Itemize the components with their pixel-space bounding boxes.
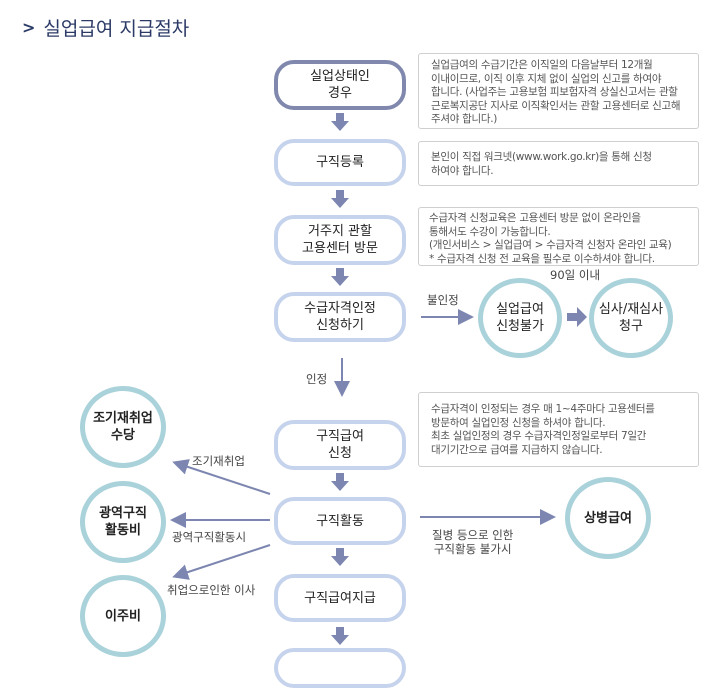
circle-moving-expense-label: 이주비 xyxy=(105,608,141,624)
circle-moving-expense: 이주비 xyxy=(80,575,166,657)
step-benefit-payment: 구직급여지급 xyxy=(274,574,406,622)
note-job-registration-text: 본인이 직접 워크넷(www.work.go.kr)을 통해 신청 하여야 합니… xyxy=(431,151,652,177)
note-unemployed: 실업급여의 수급기간은 이직일의 다음날부터 12개월 이내이므로, 이직 이후… xyxy=(418,53,699,129)
step-job-registration: 구직등록 xyxy=(274,139,406,186)
circle-sickness-benefit: 상병급여 xyxy=(565,477,651,559)
flow-connectors xyxy=(170,113,587,645)
note-visit-center-text: 수급자격 신청교육은 고용센터 방문 없이 온라인을 통해서도 수강이 가능합니… xyxy=(429,212,672,265)
down-arrow-icons xyxy=(331,113,587,645)
step-next-partial xyxy=(274,648,406,688)
circle-benefit-rejected: 실업급여 신청불가 xyxy=(478,278,562,358)
step-job-benefit-application-label: 구직급여 신청 xyxy=(316,429,364,461)
step-eligibility-application-label: 수급자격인정 신청하기 xyxy=(304,301,376,333)
circle-appeal-label: 심사/재심사 청구 xyxy=(598,302,664,334)
circle-appeal: 심사/재심사 청구 xyxy=(589,278,673,358)
step-eligibility-application: 수급자격인정 신청하기 xyxy=(274,292,406,342)
circle-regional-job-search-label: 광역구직 활동비 xyxy=(99,506,147,538)
label-rejected: 불인정 xyxy=(427,293,459,307)
step-job-search: 구직활동 xyxy=(274,497,406,545)
step-visit-center: 거주지 관할 고용센터 방문 xyxy=(274,215,406,265)
page-title-row: > 실업급여 지급절차 xyxy=(22,14,189,40)
chevron-right-icon: > xyxy=(22,17,36,37)
step-unemployed-label: 실업상태인 경우 xyxy=(310,69,370,101)
label-sickness: 질병 등으로 인한 구직활동 불가시 xyxy=(432,528,514,556)
circle-sickness-benefit-label: 상병급여 xyxy=(584,510,632,526)
step-job-benefit-application: 구직급여 신청 xyxy=(274,420,406,470)
label-regional-job-search: 광역구직활동시 xyxy=(172,530,247,544)
circle-regional-job-search: 광역구직 활동비 xyxy=(80,481,166,563)
step-benefit-payment-label: 구직급여지급 xyxy=(304,590,376,606)
label-early-reemployment: 조기재취업 xyxy=(192,454,245,468)
step-job-registration-label: 구직등록 xyxy=(316,155,364,170)
step-job-search-label: 구직활동 xyxy=(316,513,364,529)
circle-early-reemployment: 조기재취업 수당 xyxy=(80,386,166,468)
label-approved: 인정 xyxy=(306,372,328,386)
note-job-benefit-text: 수급자격이 인정되는 경우 매 1~4주마다 고용센터를 방문하여 실업인정 신… xyxy=(431,403,655,456)
note-job-registration: 본인이 직접 워크넷(www.work.go.kr)을 통해 신청 하여야 합니… xyxy=(418,141,699,186)
circle-benefit-rejected-label: 실업급여 신청불가 xyxy=(496,302,544,334)
step-unemployed: 실업상태인 경우 xyxy=(274,60,406,110)
note-unemployed-text: 실업급여의 수급기간은 이직일의 다음날부터 12개월 이내이므로, 이직 이후… xyxy=(431,59,681,125)
page-title: 실업급여 지급절차 xyxy=(43,17,190,40)
label-within-90-days: 90일 이내 xyxy=(550,268,601,282)
label-moving: 취업으로인한 이사 xyxy=(167,583,256,597)
note-job-benefit: 수급자격이 인정되는 경우 매 1~4주마다 고용센터를 방문하여 실업인정 신… xyxy=(418,392,699,467)
step-visit-center-label: 거주지 관할 고용센터 방문 xyxy=(302,224,378,256)
note-visit-center: 수급자격 신청교육은 고용센터 방문 없이 온라인을 통해서도 수강이 가능합니… xyxy=(418,207,699,266)
circle-early-reemployment-label: 조기재취업 수당 xyxy=(93,411,153,443)
